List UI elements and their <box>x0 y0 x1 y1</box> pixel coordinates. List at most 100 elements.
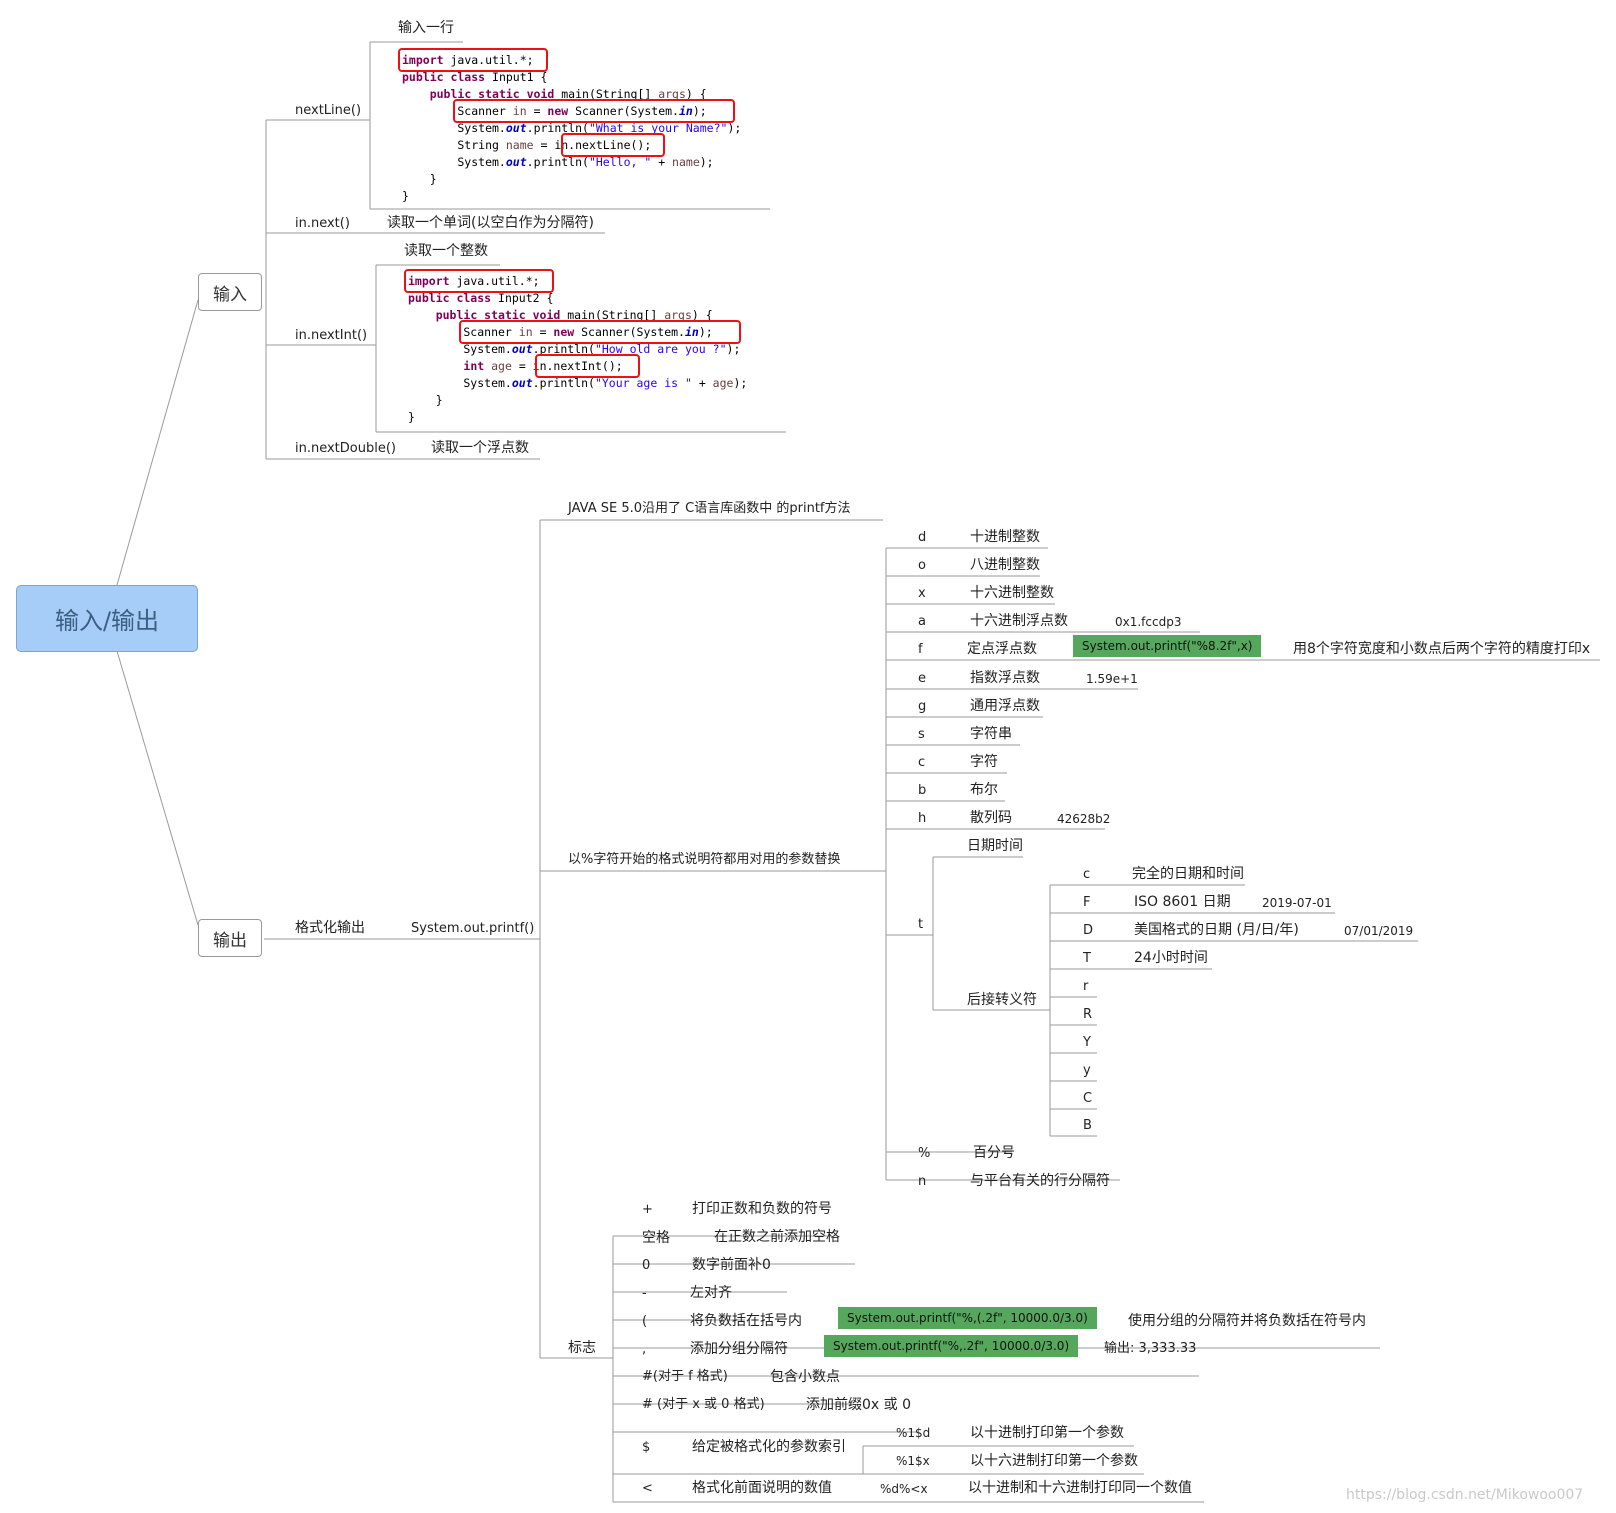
newline-desc: 与平台有关的行分隔符 <box>970 1173 1110 1189</box>
code-line: public class Input1 { <box>402 70 548 84</box>
flag-desc: 在正数之前添加空格 <box>714 1229 840 1245</box>
dt-suffix-code: y <box>1083 1063 1091 1078</box>
code-line: } <box>402 189 409 203</box>
conv-desc: 布尔 <box>970 782 998 798</box>
flag-code: ( <box>642 1314 648 1329</box>
conv-code: c <box>918 755 926 770</box>
code-line: String name = in.nextLine(); <box>402 138 652 152</box>
conv-code: g <box>918 699 927 714</box>
dt-suffix-code: T <box>1083 951 1091 966</box>
dt-suffix-code: r <box>1083 979 1089 994</box>
highlight-nextline <box>561 133 665 157</box>
nextdouble-desc: 读取一个浮点数 <box>431 440 529 456</box>
nextline-desc: 输入一行 <box>398 20 454 36</box>
dt-suffix-example: 2019-07-01 <box>1262 896 1332 910</box>
conv-example: 0x1.fccdp3 <box>1115 615 1182 629</box>
code-line: int age = in.nextInt(); <box>463 359 623 373</box>
conv-code: e <box>918 671 926 686</box>
dt-suffix-code: Y <box>1083 1035 1091 1050</box>
flag-example-printf: System.out.printf("%,(.2f", 10000.0/3.0) <box>838 1307 1097 1329</box>
output-node[interactable]: 输出 <box>198 919 262 957</box>
flag-note: 以十六进制打印第一个参数 <box>970 1453 1138 1469</box>
conv-example-printf: System.out.printf("%8.2f",x) <box>1073 635 1262 657</box>
code-line: System.out.println("What is your Name?")… <box>402 121 742 135</box>
flag-note: 使用分组的分隔符并将负数括在符号内 <box>1128 1313 1366 1329</box>
highlight-import <box>404 269 554 293</box>
newline-code: n <box>918 1174 927 1189</box>
conv-example: 42628b2 <box>1057 812 1111 826</box>
conv-example: 1.59e+1 <box>1086 672 1138 686</box>
formatted-output-label: 格式化输出 <box>295 920 365 936</box>
flags-label: 标志 <box>568 1340 596 1356</box>
flag-code: $ <box>642 1440 651 1455</box>
flag-example: %1$d <box>896 1426 931 1440</box>
conv-desc: 十六进制整数 <box>970 585 1054 601</box>
watermark: https://blog.csdn.net/Mikowoo007 <box>1346 1487 1584 1503</box>
conv-code: f <box>918 642 923 657</box>
flag-desc: 格式化前面说明的数值 <box>692 1480 832 1496</box>
nextint-desc: 读取一个整数 <box>404 243 488 259</box>
conv-code: s <box>918 727 925 742</box>
flag-example: %d%<x <box>880 1482 928 1496</box>
dt-suffix-desc: 完全的日期和时间 <box>1132 866 1244 882</box>
flag-desc: 将负数括在括号内 <box>690 1313 802 1329</box>
flag-code: + <box>642 1202 653 1217</box>
format-spec-intro: 以%字符开始的格式说明符都用对用的参数替换 <box>568 852 841 867</box>
conv-code: x <box>918 586 926 601</box>
dt-suffix-code: R <box>1083 1007 1093 1022</box>
conv-code: h <box>918 811 927 826</box>
code-line: System.out.println("Your age is " + age)… <box>408 376 748 390</box>
code-line: import java.util.*; <box>402 53 534 67</box>
code-line: public static void main(String[] args) { <box>435 308 713 322</box>
conv-code: a <box>918 614 926 629</box>
flag-desc: 添加前缀0x 或 0 <box>806 1397 911 1413</box>
conv-code: d <box>918 530 927 545</box>
dt-suffix-desc: 美国格式的日期 (月/日/年) <box>1134 922 1299 938</box>
conv-desc: 十六进制浮点数 <box>970 613 1068 629</box>
code-line: } <box>402 172 437 186</box>
flag-code: 空格 <box>642 1230 670 1246</box>
nextint-method: in.nextInt() <box>295 328 368 343</box>
printf-intro: JAVA SE 5.0沿用了 C语言库函数中 的printf方法 <box>568 501 851 516</box>
datetime-desc: 日期时间 <box>967 838 1023 854</box>
conv-code: b <box>918 783 927 798</box>
dt-suffix-desc: ISO 8601 日期 <box>1134 894 1231 910</box>
flag-code: #(对于 f 格式) <box>642 1369 728 1384</box>
root-node[interactable]: 输入/输出 <box>16 585 198 652</box>
flag-desc: 数字前面补0 <box>692 1257 771 1273</box>
conv-code: o <box>918 558 926 573</box>
nextdouble-method: in.nextDouble() <box>295 441 396 456</box>
dt-suffix-code: c <box>1083 867 1091 882</box>
conv-desc: 字符 <box>970 754 998 770</box>
flag-code: - <box>642 1286 647 1301</box>
dt-suffix-code: B <box>1083 1118 1092 1133</box>
highlight-nextint <box>535 354 640 378</box>
flag-note: 输出: 3,333.33 <box>1104 1341 1197 1356</box>
dt-suffix-code: D <box>1083 923 1094 938</box>
conv-desc: 八进制整数 <box>970 557 1040 573</box>
conv-desc: 字符串 <box>970 726 1012 742</box>
flag-desc: 添加分组分隔符 <box>690 1341 788 1357</box>
dt-suffix-code: C <box>1083 1091 1093 1106</box>
flag-note: 以十进制和十六进制打印同一个数值 <box>968 1480 1192 1496</box>
code-line: Scanner in = new Scanner(System.in); <box>408 325 713 339</box>
code-line: } <box>408 393 443 407</box>
percent-code: % <box>918 1146 931 1161</box>
datetime-suffix-label: 后接转义符 <box>967 992 1037 1008</box>
flag-code: # (对于 x 或 0 格式) <box>642 1397 765 1412</box>
conv-desc: 散列码 <box>970 810 1012 826</box>
code-line: public class Input2 { <box>408 291 554 305</box>
conv-desc: 定点浮点数 <box>967 641 1037 657</box>
flag-example: %1$x <box>896 1454 930 1468</box>
datetime-code: t <box>918 917 924 932</box>
input-node[interactable]: 输入 <box>198 273 262 311</box>
printf-method: System.out.printf() <box>411 921 535 936</box>
flag-code: < <box>642 1481 653 1496</box>
flag-desc: 左对齐 <box>690 1285 732 1301</box>
highlight-scanner <box>459 320 741 344</box>
flag-desc: 给定被格式化的参数索引 <box>692 1439 846 1455</box>
conv-desc: 十进制整数 <box>970 529 1040 545</box>
percent-desc: 百分号 <box>973 1145 1015 1161</box>
code-line: import java.util.*; <box>408 274 540 288</box>
